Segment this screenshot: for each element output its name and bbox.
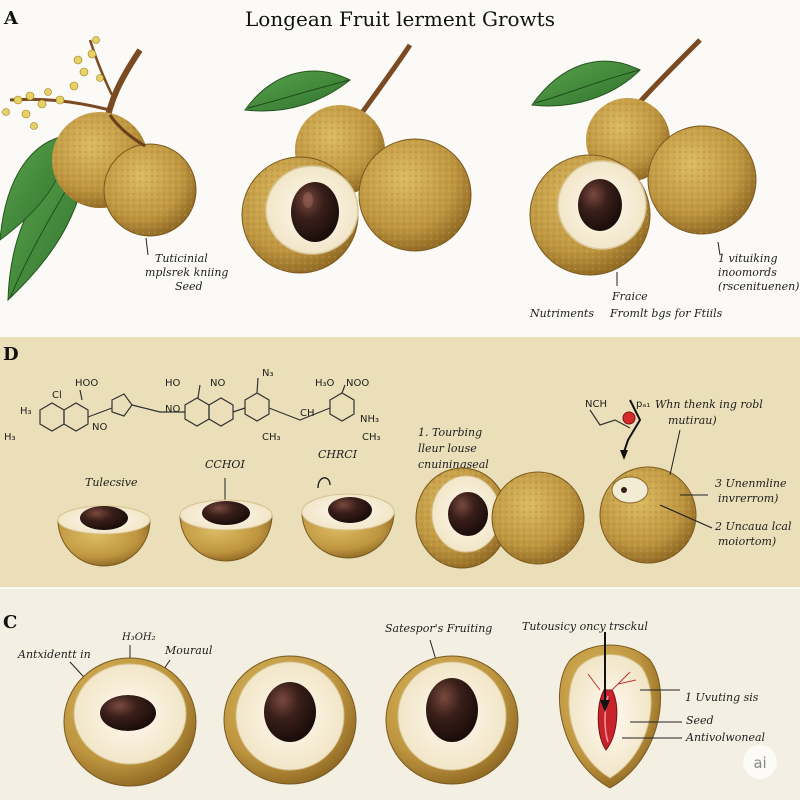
chem-label: NO: [92, 422, 107, 433]
label-seed-note-1: Tuticinial: [155, 252, 208, 265]
seed: [291, 182, 339, 242]
chem-label: H₃: [20, 406, 32, 417]
cross-section-1: [63, 657, 197, 787]
label-whn-2: mutirau): [668, 414, 717, 427]
half-fruit-2: [179, 499, 273, 562]
page-title: Longean Fruit lerment Growts: [245, 7, 555, 31]
label-cchoi: CCHOI: [205, 458, 245, 471]
chem-label: NCH: [585, 399, 607, 410]
label-uc-1: 2 Uncaua lcal: [714, 520, 792, 533]
panel-a-fruit-cluster-2: [241, 43, 472, 274]
label-uvut: 1 Uvuting sis: [685, 691, 759, 704]
panel-c-letter: C: [3, 612, 17, 633]
panel-d-letter: D: [3, 344, 19, 365]
seed: [578, 179, 622, 231]
chem-label: N₃: [262, 368, 274, 379]
red-marker: [622, 411, 636, 425]
fruit-with-marker: [599, 399, 697, 564]
label-antivo: Antivolwoneal: [685, 731, 766, 744]
watermark-badge: ai: [743, 745, 777, 779]
label-tb-2: lleur louse: [418, 442, 477, 455]
leaf: [531, 60, 641, 107]
label-mouraul: Mouraul: [164, 644, 213, 657]
half-fruit-1: [57, 505, 151, 567]
fruit-pair-d: [415, 467, 585, 569]
chem-label: H₃O: [315, 378, 335, 389]
cross-section-2: [223, 655, 357, 785]
panel-a-fruit-cluster-1: [0, 36, 197, 302]
label-uc-2: moiortom): [718, 535, 776, 548]
label-satespor: Satespor's Fruiting: [385, 622, 492, 635]
half-fruit-3: [301, 493, 395, 559]
chem-label: NO: [210, 378, 225, 389]
label-vit-1: 1 vituiking: [718, 252, 778, 265]
label-chrci: CHRCI: [318, 448, 358, 461]
label-seed-note-3: Seed: [175, 280, 203, 293]
leaf: [244, 70, 351, 112]
label-h3oh: H₃OH₂: [121, 632, 156, 643]
cross-section-3: [385, 655, 519, 785]
chem-label: NH₃: [360, 414, 379, 425]
flower-cluster: [2, 36, 104, 130]
chem-label: Cl: [52, 390, 62, 401]
chem-label: NO: [165, 404, 180, 415]
label-tb-3: cnuiningseal: [418, 458, 489, 471]
panel-a-letter: A: [3, 8, 19, 29]
label-vit-3: (rscenituenen): [718, 280, 799, 293]
chem-label: CH₃: [262, 432, 281, 443]
chem-label: CH₃: [362, 432, 381, 443]
label-un-2: invrerrom): [718, 492, 778, 505]
label-fromlt: Fromlt bgs for Ftiils: [609, 307, 723, 320]
cross-section-4: [558, 644, 662, 789]
label-nutriments: Nutriments: [529, 307, 594, 320]
label-tb-1: 1. Tourbing: [418, 426, 482, 439]
chemical-structures: [39, 377, 631, 432]
chem-label: H₃: [4, 432, 16, 443]
label-tutousicy: Tutousicy oncy trsckul: [522, 620, 648, 633]
red-marker-tag: pₐ₁: [636, 399, 650, 410]
label-seed-c: Seed: [686, 714, 714, 727]
label-fraice: Fraice: [611, 290, 648, 303]
label-un-1: 3 Unenmline: [715, 477, 787, 490]
chem-label: HO: [165, 378, 181, 389]
label-vit-2: inoomords: [718, 266, 777, 279]
label-whn-1: Whn thenk ing robl: [655, 398, 763, 411]
label-tulecsive: Tulecsive: [85, 476, 138, 489]
panel-a-fruit-cluster-3: [529, 38, 757, 276]
label-antix: Antxidentt in: [17, 648, 91, 661]
watermark-text: ai: [753, 754, 766, 772]
label-seed-note-2: mplsrek kniing: [145, 266, 228, 279]
chem-label: NOO: [346, 378, 369, 389]
chemical-labels: HOO HO NO H₃O NOO H₃ Cl NO N₃ CH NH₃ CH₃…: [4, 368, 607, 443]
chem-label: HOO: [75, 378, 98, 389]
chem-label: CH: [300, 408, 315, 419]
